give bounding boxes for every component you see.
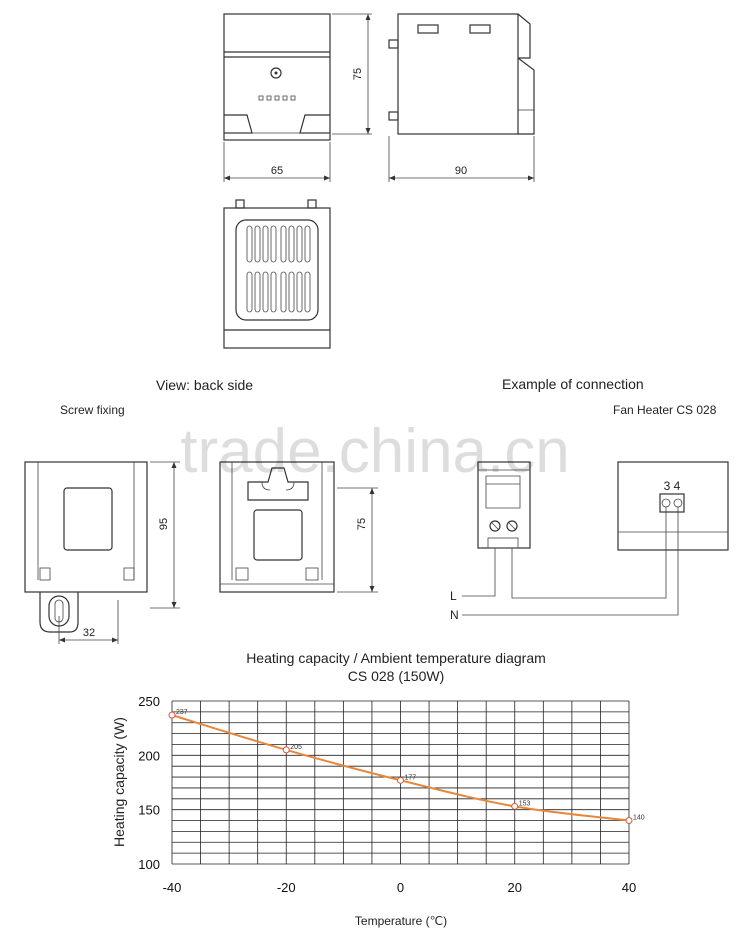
grille-slot: [280, 271, 287, 313]
thermostat-device: [477, 461, 531, 549]
grille-slot: [270, 271, 277, 313]
y-tick-label: 200: [138, 748, 160, 763]
x-tick-label: -20: [277, 880, 296, 895]
grille-slot: [270, 225, 277, 263]
connection-title: Example of connection: [502, 376, 644, 392]
dim-back-height-a-label: 95: [158, 518, 170, 530]
dim-screw-offset-label: 32: [83, 627, 95, 639]
grille-slot: [254, 225, 261, 263]
data-point: [168, 711, 176, 719]
y-tick-label: 100: [138, 857, 160, 872]
chart-title: Heating capacity / Ambient temperature d…: [246, 650, 546, 666]
back-view-screw: [24, 461, 148, 633]
dim-front-height-label: 75: [352, 68, 364, 80]
grille-slot: [296, 225, 303, 263]
grille-view: [223, 199, 331, 349]
back-view-title: View: back side: [156, 377, 253, 393]
grille-slot: [304, 225, 311, 263]
terminal-numbers: 3 4: [664, 479, 681, 493]
back-view-clip: [219, 461, 335, 593]
dimension-back-height-a: 95: [150, 461, 180, 609]
y-tick-label: 250: [138, 694, 160, 709]
grille-slot: [246, 271, 253, 313]
data-label: 140: [633, 815, 645, 822]
data-label: 205: [290, 744, 302, 751]
fan-heater-device: 3 4: [617, 461, 729, 551]
grille-slot: [246, 225, 253, 263]
grille-slot: [288, 225, 295, 263]
grille-slot: [262, 225, 269, 263]
heating-capacity-chart: Heating capacity / Ambient temperature d…: [111, 650, 645, 928]
x-tick-label: 20: [508, 880, 522, 895]
chart-subtitle: CS 028 (150W): [348, 668, 444, 684]
data-point: [511, 802, 519, 810]
dimension-front-height: 75: [332, 13, 372, 135]
front-view: [223, 13, 331, 141]
data-label: 153: [519, 800, 531, 807]
side-view: [388, 13, 535, 135]
x-tick-label: 40: [622, 880, 636, 895]
screw-fixing-label: Screw fixing: [60, 403, 125, 417]
grille-slot: [254, 271, 261, 313]
dim-back-height-b-label: 75: [356, 518, 368, 530]
chart-ticks: -40 -20 0 20 40 100 150 200 250: [138, 694, 636, 895]
grille-slot: [288, 271, 295, 313]
grille-slot: [304, 271, 311, 313]
x-tick-label: 0: [397, 880, 404, 895]
dimension-side-depth: 90: [388, 136, 535, 182]
line-N-label: N: [450, 608, 459, 622]
data-label: 177: [405, 774, 417, 781]
fan-heater-label: Fan Heater CS 028: [613, 403, 717, 417]
grille-slot: [296, 271, 303, 313]
dimension-front-width: 65: [223, 142, 331, 182]
dim-front-width-label: 65: [271, 165, 283, 177]
chart-series: 237 205 177 153 140: [168, 709, 645, 825]
data-point: [625, 817, 633, 825]
dimension-back-height-b: 75: [337, 487, 378, 593]
y-tick-label: 150: [138, 803, 160, 818]
dim-side-depth-label: 90: [455, 165, 467, 177]
grille-slot: [280, 225, 287, 263]
data-point: [397, 776, 404, 784]
watermark: trade.china.cn: [180, 417, 569, 486]
dimension-screw-offset: 32: [58, 600, 119, 644]
y-axis-label: Heating capacity (W): [111, 717, 127, 847]
data-point: [282, 746, 290, 754]
grille-slot: [262, 271, 269, 313]
data-label: 237: [176, 709, 188, 716]
x-tick-label: -40: [163, 880, 182, 895]
x-axis-label: Temperature (℃): [355, 914, 447, 928]
wiring: L N: [450, 507, 679, 622]
line-L-label: L: [450, 589, 457, 603]
